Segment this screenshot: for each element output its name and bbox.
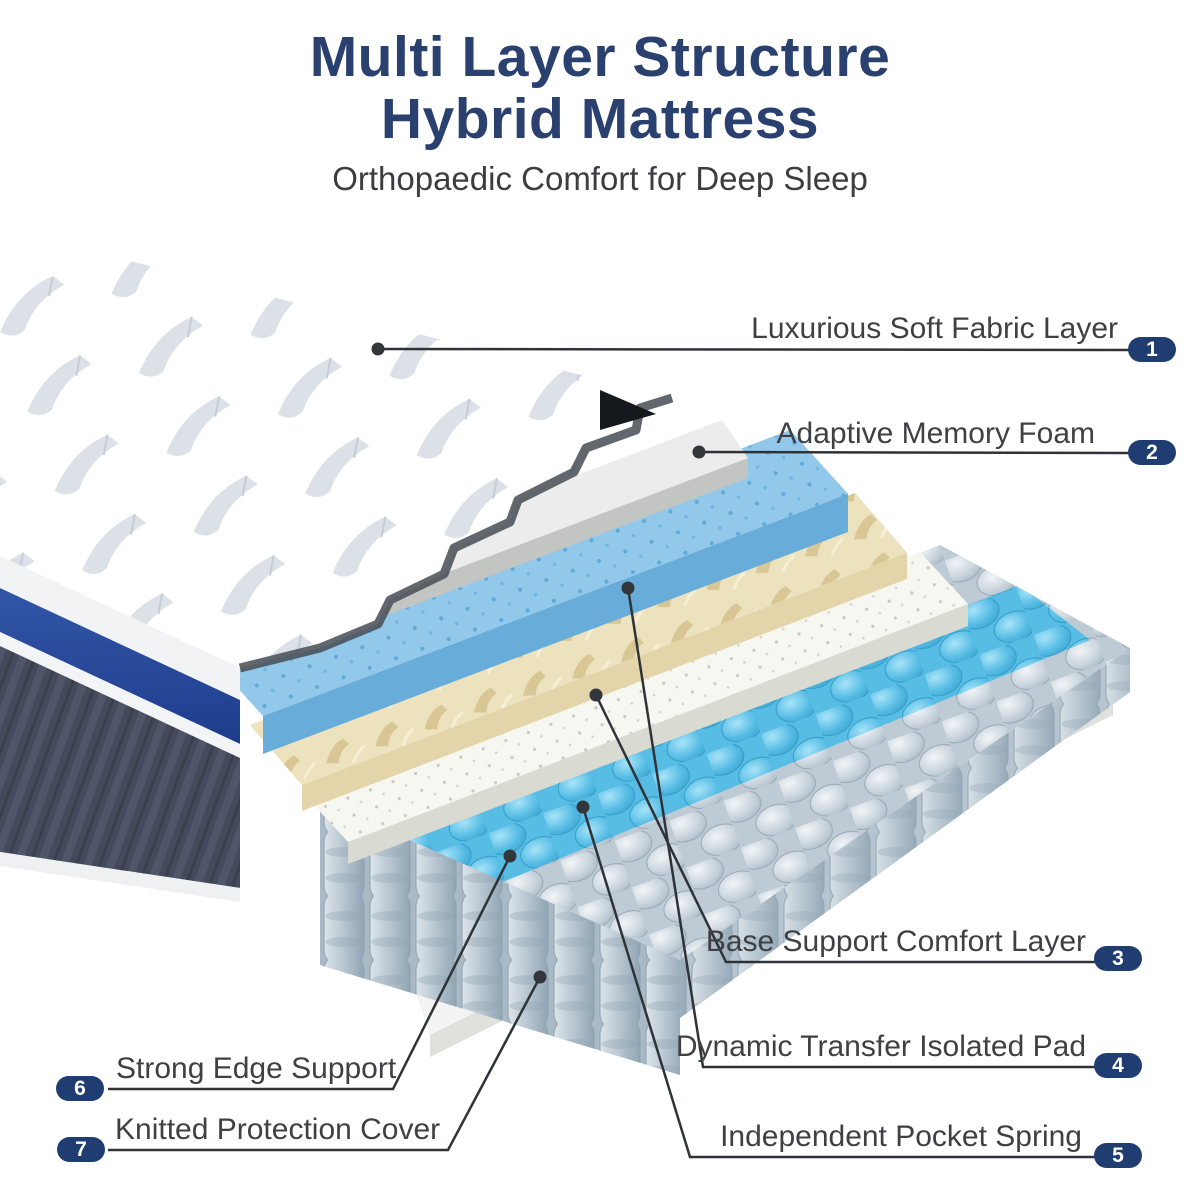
mattress-side-panel <box>0 556 240 902</box>
side-knit-panel <box>0 646 240 888</box>
callout-badge-7: 7 <box>57 1137 105 1162</box>
pocket-springs <box>320 545 1130 1075</box>
callout-label-1: Luxurious Soft Fabric Layer <box>751 312 1118 345</box>
base-support-layer <box>300 552 968 864</box>
quilt-top-layer <box>0 258 674 673</box>
callout-label-6: Strong Edge Support <box>116 1052 397 1085</box>
callout-badge-6: 6 <box>56 1076 104 1101</box>
callout-label-7: Knitted Protection Cover <box>115 1113 441 1146</box>
header: Multi Layer Structure Hybrid Mattress Or… <box>0 26 1200 198</box>
spring-blue-zone <box>350 585 1090 912</box>
callout-badge-4: 4 <box>1094 1053 1142 1078</box>
callout-badge-3: 3 <box>1094 946 1142 971</box>
callout-label-2: Adaptive Memory Foam <box>776 417 1095 450</box>
callout-badge-2: 2 <box>1128 440 1176 465</box>
callout-label-3: Base Support Comfort Layer <box>705 925 1086 958</box>
callout-label-5: Independent Pocket Spring <box>720 1120 1082 1153</box>
quilt-fold <box>600 390 656 430</box>
callout-badge-5: 5 <box>1094 1143 1142 1168</box>
callout-badge-1: 1 <box>1128 337 1176 362</box>
leader-dots <box>371 342 706 984</box>
quilt-torn-edge <box>238 393 674 673</box>
leader-lines <box>108 347 1131 1159</box>
side-blue-band <box>0 588 240 744</box>
page-title-line2: Hybrid Mattress <box>380 87 820 151</box>
page-subtitle: Orthopaedic Comfort for Deep Sleep <box>332 160 868 197</box>
memory-foam-layer <box>205 430 848 754</box>
callout-label-4: Dynamic Transfer Isolated Pad <box>675 1030 1086 1063</box>
page-title-line1: Multi Layer Structure <box>309 25 891 89</box>
